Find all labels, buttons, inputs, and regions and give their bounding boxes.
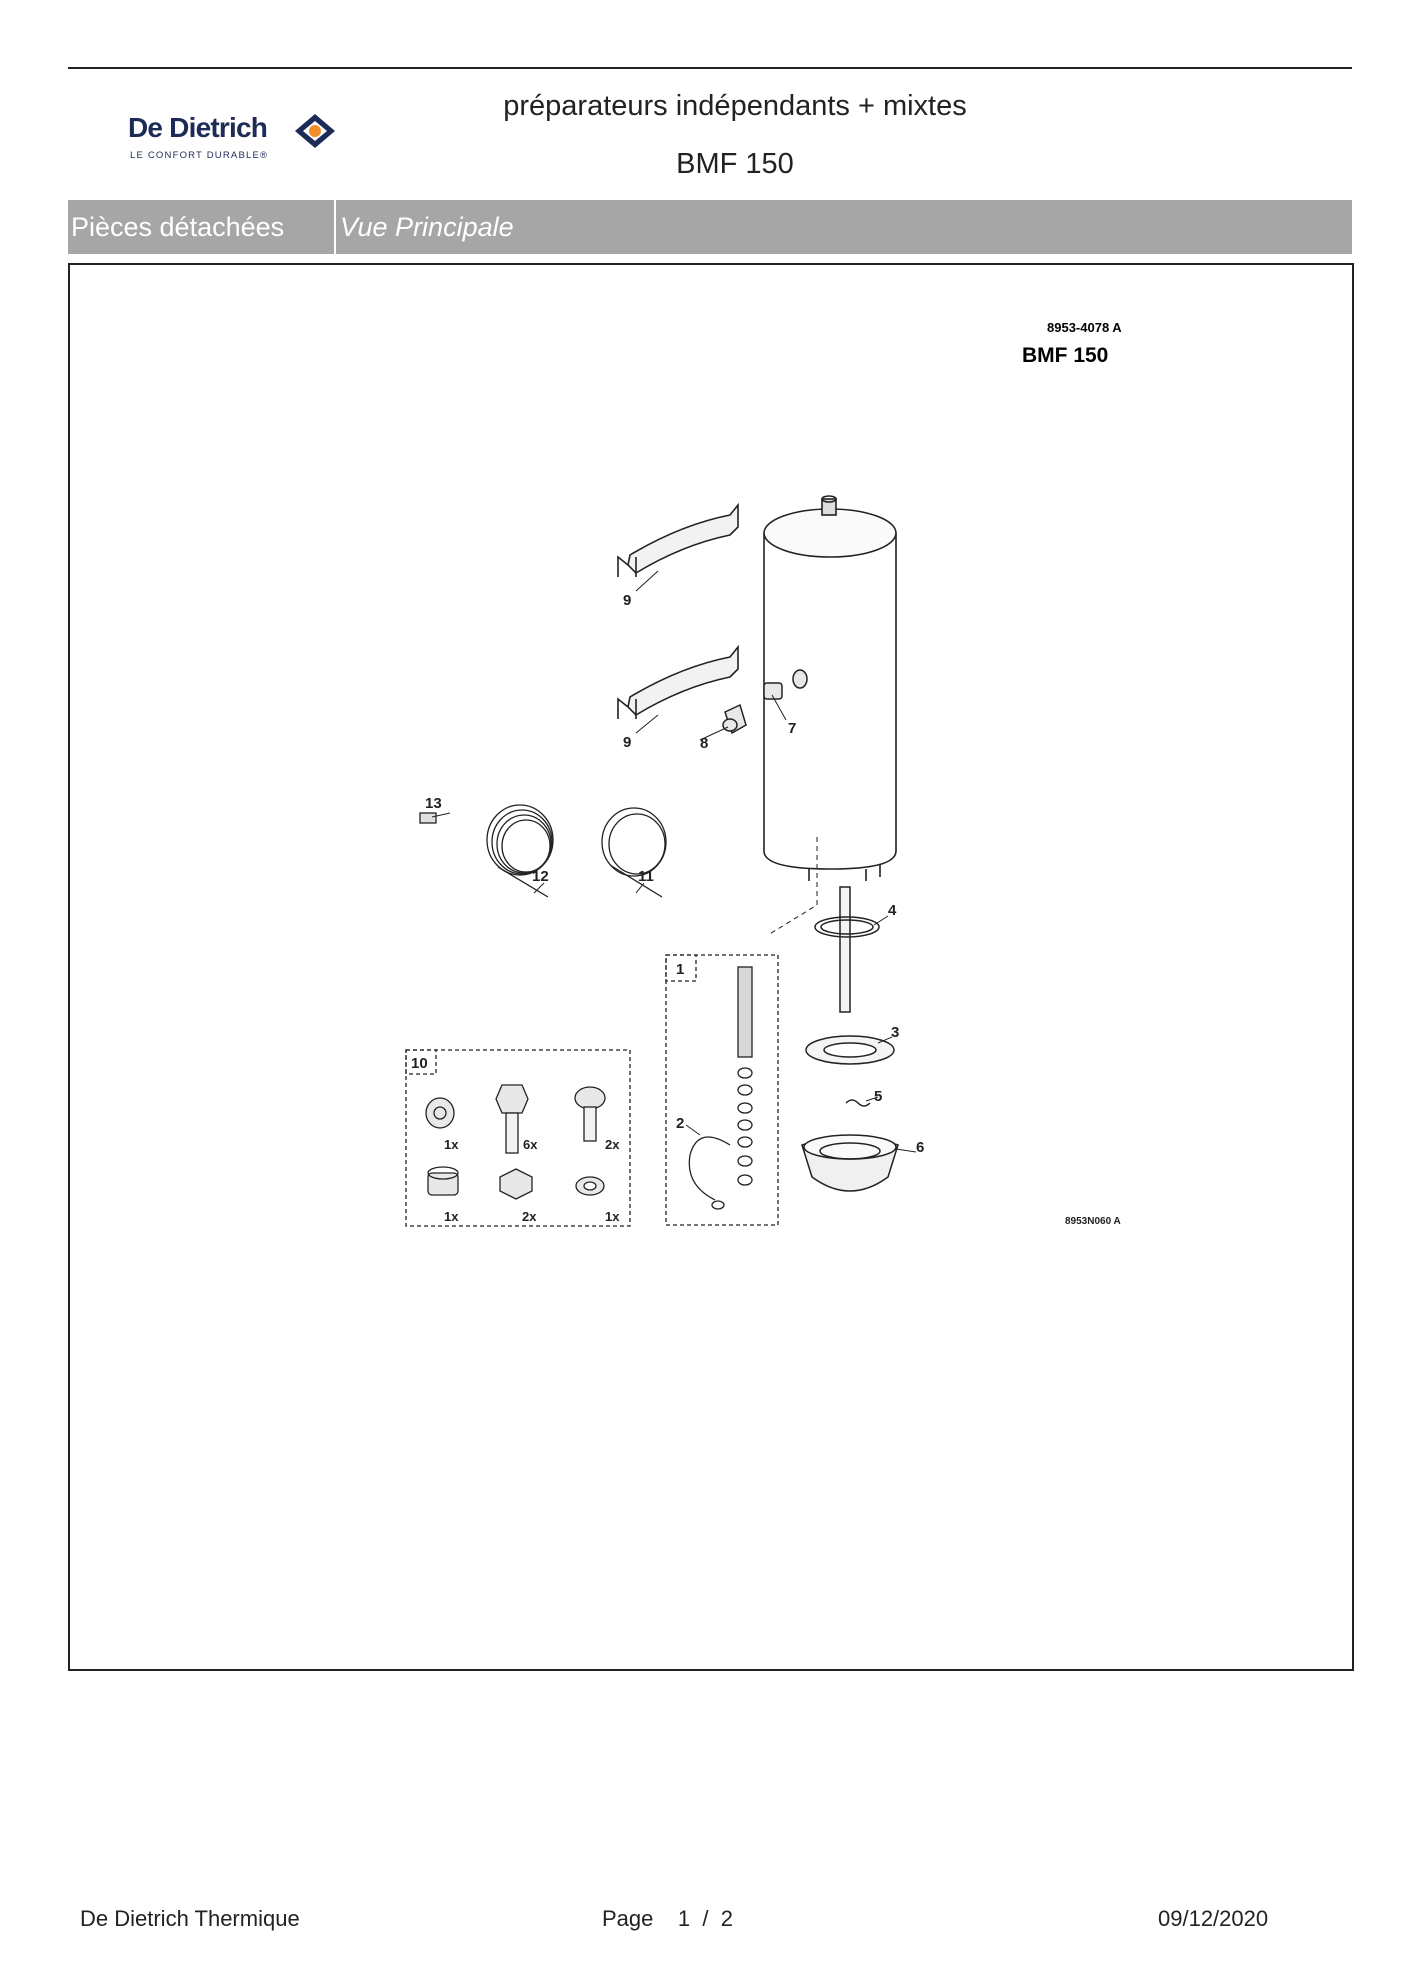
callout-7: 7	[788, 720, 796, 737]
leader-lines	[431, 570, 917, 1153]
callout-4: 4	[888, 902, 897, 919]
footer-company: De Dietrich Thermique	[80, 1906, 300, 1931]
tab-spare-parts[interactable]: Pièces détachées	[68, 200, 336, 254]
drawing-ref-code: 8953-4078 A	[1047, 320, 1122, 335]
wall-bracket-lower	[617, 644, 739, 719]
anode-kit	[665, 954, 779, 1226]
brand-name: De Dietrich	[128, 112, 268, 143]
fitting-parts	[722, 669, 808, 735]
drawing-figure-code: 8953N060 A	[1065, 1216, 1121, 1227]
footer-page-indicator: Page 1 / 2	[602, 1906, 733, 1932]
qty-label: 2x	[522, 1209, 537, 1224]
callout-11: 11	[638, 868, 654, 885]
wall-bracket-upper	[617, 502, 739, 577]
drawing-frame: 8953-4078 A BMF 150	[68, 263, 1354, 1671]
callout-3: 3	[891, 1024, 899, 1041]
callout-1: 1	[676, 961, 684, 978]
flange-parts	[801, 886, 899, 1192]
qty-label: 1x	[444, 1209, 459, 1224]
qty-label: 2x	[605, 1137, 620, 1152]
page-total: 2	[720, 1906, 733, 1931]
qty-label: 1x	[444, 1137, 459, 1152]
sensor-coils	[419, 804, 667, 898]
callout-12: 12	[532, 868, 549, 885]
fastener-kit	[405, 1049, 631, 1227]
page-separator: /	[702, 1906, 709, 1931]
page-number: 1	[677, 1906, 691, 1931]
tank	[763, 495, 897, 936]
callout-5: 5	[874, 1088, 882, 1105]
brand-diamond-icon	[295, 114, 335, 148]
callout-13: 13	[425, 795, 442, 812]
callout-2: 2	[676, 1115, 684, 1132]
tab-main-view[interactable]: Vue Principale	[340, 212, 514, 242]
qty-label: 1x	[605, 1209, 620, 1224]
document-model: BMF 150	[676, 148, 794, 180]
qty-label: 6x	[523, 1137, 538, 1152]
callout-10: 10	[411, 1055, 428, 1072]
brand-tagline: LE CONFORT DURABLE®	[130, 150, 269, 161]
exploded-view-drawing: 8953-4078 A BMF 150	[405, 320, 1122, 1227]
callout-9-upper: 9	[623, 592, 631, 609]
brand-logo: De Dietrich LE CONFORT DURABLE®	[128, 108, 348, 168]
drawing-model-label: BMF 150	[1022, 344, 1108, 367]
section-bar: Pièces détachées Vue Principale	[68, 200, 1352, 254]
page-label: Page	[602, 1906, 654, 1931]
document-title: préparateurs indépendants + mixtes	[503, 90, 967, 122]
top-rule	[68, 67, 1352, 69]
callout-9-lower: 9	[623, 734, 631, 751]
footer-date: 09/12/2020	[1158, 1906, 1269, 1931]
callout-6: 6	[916, 1139, 924, 1156]
callout-8: 8	[700, 735, 708, 752]
